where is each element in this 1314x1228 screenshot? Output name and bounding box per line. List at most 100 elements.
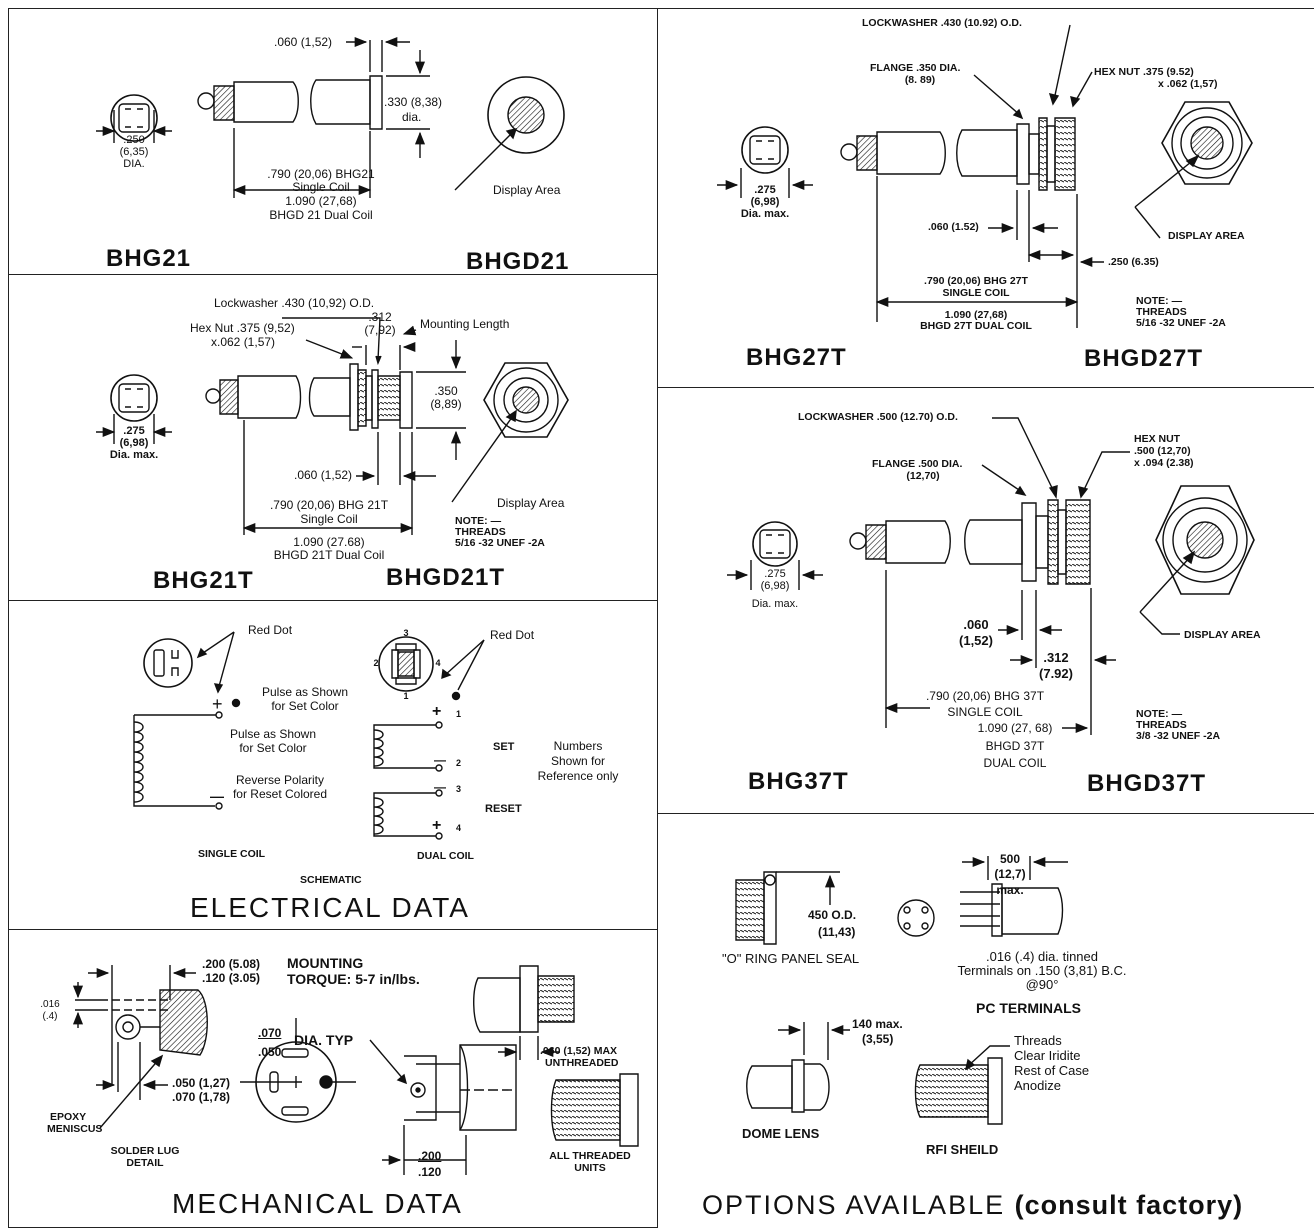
unthreaded-label-1: .060 (1,52) MAX — [540, 1045, 618, 1057]
solder-lug-detail — [72, 965, 207, 1128]
bhg27t-hexnut-2: x .062 (1,57) — [1158, 78, 1218, 90]
bhg21-dia-caps: DIA. — [123, 158, 145, 170]
bhg37t-dim-060b: (1,52) — [959, 633, 993, 648]
bhg27t-dim-698: (6,98) — [750, 196, 780, 208]
bhgd27t-model-label: BHGD27T — [1084, 345, 1204, 372]
set-label: SET — [493, 741, 515, 753]
terminal-side-view — [382, 1045, 516, 1175]
bhg21t-length-1: .790 (20,06) BHG 21T — [269, 498, 389, 512]
bhg27t-length-3: 1.090 (27,68) — [944, 309, 1008, 321]
bhg21-display-area — [455, 77, 564, 190]
bhg21-length-3: 1.090 (27,68) — [285, 194, 357, 208]
dome-dim-140b: (3,55) — [862, 1032, 894, 1046]
bhg21t-dim-312b: (7,92) — [364, 323, 396, 337]
bhg37t-length-1: .790 (20,06) BHG 37T — [925, 689, 1045, 703]
bhg21t-length-2: Single Coil — [300, 512, 358, 526]
bhg37t-dia-max: Dia. max. — [751, 598, 799, 610]
unthreaded-label-2: UNTHREADED — [545, 1057, 619, 1069]
pc-terminal-text-2: Terminals on .150 (3,81) B.C. — [957, 963, 1127, 978]
single-pulse-text-1: Pulse as Shown — [261, 685, 349, 699]
bhgd37t-model-label: BHGD37T — [1087, 770, 1207, 797]
pin-4: 4 — [435, 658, 441, 668]
reverse-polarity-text-2: for Reset Colored — [232, 787, 328, 801]
bhg27t-hexnut-1: HEX NUT .375 (9.52) — [1094, 66, 1194, 78]
bhg37t-dim-060a: .060 — [963, 617, 989, 632]
bhg27t-dim-275: .275 — [754, 184, 776, 196]
bhg21-front-view — [96, 95, 172, 143]
bhg37t-display-area-label: DISPLAY AREA — [1184, 629, 1261, 641]
bhg21t-display-area — [452, 363, 568, 502]
bhg37t-side-view — [850, 418, 1130, 735]
bhg37t-length-4: BHGD 37T — [985, 739, 1045, 753]
bhg37t-hexnut-3: x .094 (2.38) — [1134, 457, 1194, 469]
bhg27t-model-label: BHG27T — [746, 344, 847, 371]
bhg21-dim-330: .330 (8,38) — [384, 95, 443, 109]
electrical-single-coil — [134, 632, 240, 809]
bhg37t-hexnut-1: HEX NUT — [1134, 433, 1181, 445]
bhg37t-flange-2: (12,70) — [906, 470, 940, 482]
mounting-torque-1: MOUNTING — [287, 955, 364, 971]
panel-bhg27t — [657, 8, 1314, 388]
bhg37t-model-label: BHG37T — [748, 768, 849, 795]
solder-lug-caption-1: SOLDER LUG — [110, 1145, 180, 1157]
bhg37t-note-1: NOTE: — — [1136, 708, 1183, 720]
bhg27t-display-area-label: DISPLAY AREA — [1168, 230, 1245, 242]
pc-dim-500b: (12,7) — [994, 867, 1026, 881]
bhg27t-note-2: THREADS — [1136, 306, 1187, 318]
bhg21t-dim-698: (6,98) — [119, 437, 149, 449]
single-minus-sign: — — [210, 788, 224, 804]
bhgd21-model-label: BHGD21 — [466, 248, 570, 275]
bhg21t-length-3: 1.090 (27.68) — [293, 535, 365, 549]
bhg21t-note-3: 5/16 -32 UNEF -2A — [455, 537, 545, 549]
bhg37t-dim-698: (6,98) — [760, 580, 790, 592]
mech-dim-070-178: .070 (1,78) — [172, 1090, 231, 1104]
pc-terminal-text-3: @90° — [1025, 977, 1059, 992]
bhg27t-dim-060: .060 (1.52) — [928, 221, 979, 233]
bhg37t-lockwasher: LOCKWASHER .500 (12.70) O.D. — [798, 411, 958, 423]
mech-dim-200: .200 (5.08) — [202, 957, 261, 971]
bhg37t-length-3: 1.090 (27, 68) — [977, 721, 1053, 735]
mechanical-data-title: MECHANICAL DATA — [172, 1188, 463, 1219]
single-pulse-text-2: for Set Color — [271, 699, 339, 713]
bhg37t-front-view — [727, 522, 823, 590]
options-title-main: OPTIONS AVAILABLE — [702, 1190, 1006, 1220]
mech-dim-070: .070 — [258, 1026, 282, 1040]
numbers-reference-2: Shown for — [550, 754, 606, 768]
bhg21t-model-label: BHG21T — [153, 567, 254, 594]
pc-terminals-caption: PC TERMINALS — [976, 1000, 1081, 1016]
bhg21-length-1: .790 (20,06) BHG21 — [267, 167, 375, 181]
numbers-reference-1: Numbers — [553, 739, 603, 753]
electrical-dual-coil — [374, 637, 484, 839]
dual-pin2-label: 2 — [456, 758, 462, 768]
reset-label: RESET — [485, 803, 522, 815]
bhg27t-display-area — [1135, 102, 1252, 238]
seal-dim-450a: 450 O.D. — [808, 908, 857, 922]
numbers-reference-3: Reference only — [537, 769, 619, 783]
options-available-title: OPTIONS AVAILABLE (consult factory) — [702, 1190, 1243, 1221]
bhg27t-note-1: NOTE: — — [1136, 295, 1183, 307]
bhg27t-length-2: SINGLE COIL — [942, 287, 1010, 299]
single-pulse-text-4: for Set Color — [239, 741, 307, 755]
all-threaded-caption-1: ALL THREADED — [549, 1150, 631, 1162]
bhg21t-side-view — [206, 318, 466, 535]
bhg21-dim-060: .060 (1,52) — [274, 35, 333, 49]
dual-plus-1: + — [432, 703, 442, 720]
rfi-shield-view — [916, 1046, 1011, 1124]
bhg21t-hexnut-1: Hex Nut .375 (9,52) — [190, 321, 295, 335]
mech-dim-016a: .016 — [40, 999, 60, 1010]
epoxy-meniscus-2: MENISCUS — [47, 1123, 103, 1135]
bhg37t-length-2: SINGLE COIL — [947, 705, 1023, 719]
bhgd21t-model-label: BHGD21T — [386, 564, 506, 591]
bhg21t-lockwasher: Lockwasher .430 (10,92) O.D. — [214, 296, 375, 310]
dia-typ-label: DIA. TYP — [294, 1032, 354, 1048]
epoxy-meniscus-1: EPOXY — [50, 1111, 87, 1123]
rfi-threads-3: Rest of Case — [1014, 1063, 1090, 1078]
dual-plus-4: + — [432, 817, 442, 834]
bhg37t-note-3: 3/8 -32 UNEF -2A — [1136, 730, 1221, 742]
bhg21t-dim-350a: .350 — [434, 384, 458, 398]
bhg27t-front-view — [717, 127, 813, 198]
bhg21t-length-4: BHGD 21T Dual Coil — [273, 548, 385, 562]
schematic-caption: SCHEMATIC — [300, 874, 362, 886]
panel-bhg21 — [8, 8, 658, 275]
bhg21-dim-250: .250 — [123, 134, 145, 146]
